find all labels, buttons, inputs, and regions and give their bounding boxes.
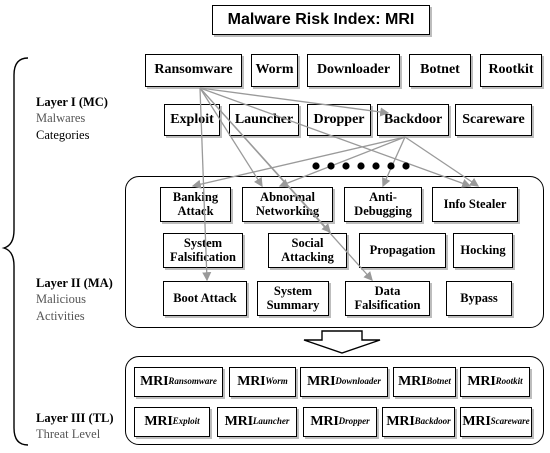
- mri-prefix: MRI: [386, 413, 415, 429]
- mri-prefix: MRI: [140, 373, 169, 389]
- mri-prefix: MRI: [467, 373, 496, 389]
- layer-3-desc-line1: Threat Level: [36, 427, 101, 442]
- activity-line: Attack: [177, 203, 214, 218]
- layer-2-label: Layer II (MA) Malicious Activities: [36, 275, 113, 324]
- category-backdoor: Backdoor: [377, 104, 449, 136]
- activity-line: Attacking: [281, 249, 334, 264]
- category-rootkit: Rootkit: [480, 54, 542, 87]
- mri-subscript: Downloader: [335, 376, 381, 387]
- layer-2-desc-line1: Malicious: [36, 292, 86, 307]
- mri-subscript: Dropper: [338, 416, 370, 427]
- activity-propagation: Propagation: [359, 233, 446, 268]
- mri-prefix: MRI: [144, 413, 173, 429]
- activity-line: Debugging: [354, 203, 412, 218]
- layer-3-label: Layer III (TL) Threat Level: [36, 410, 114, 443]
- mri-prefix: MRI: [398, 373, 427, 389]
- category-exploit: Exploit: [164, 104, 220, 136]
- activity-line: Anti-: [369, 190, 397, 205]
- activity-line: Data: [374, 284, 401, 299]
- category-ransomware: Ransomware: [145, 54, 242, 87]
- activity-line: Falsification: [354, 297, 421, 312]
- layer-2-name: Layer II (MA): [36, 276, 113, 290]
- mri-subscript: Scareware: [490, 416, 530, 427]
- mri-subscript: Rootkit: [495, 376, 523, 387]
- activity-boot-attack: Boot Attack: [163, 281, 247, 316]
- layer-1-name: Layer I (MC): [36, 95, 108, 109]
- layer-1-label: Layer I (MC) Malwares Categories: [36, 94, 108, 143]
- layer-1-desc-line1: Malwares: [36, 111, 86, 126]
- layer-3-name: Layer III (TL): [36, 411, 114, 425]
- activity-line: Banking: [172, 190, 219, 205]
- ellipsis-dot: [342, 162, 350, 170]
- layer-1-desc-line2: Categories: [36, 127, 90, 142]
- activity-hocking: Hocking: [453, 233, 513, 268]
- ellipsis-dot: [402, 162, 410, 170]
- category-botnet: Botnet: [409, 54, 471, 87]
- arrow-ransomware-info-stealer: [199, 87, 472, 188]
- flow-down-arrow: [303, 330, 381, 354]
- arrow-ransomware-abnormal-networking: [199, 87, 263, 188]
- ellipsis-dots: [312, 162, 410, 170]
- mri-subscript: Exploit: [172, 416, 200, 427]
- activity-anti-debugging: Anti-Debugging: [344, 187, 422, 222]
- mri-prefix: MRI: [310, 413, 339, 429]
- mri-subscript: Botnet: [426, 376, 451, 387]
- category-worm: Worm: [251, 54, 298, 87]
- activity-line: Summary: [266, 297, 320, 312]
- mri-subscript: Worm: [265, 376, 288, 387]
- activity-line: Social: [291, 236, 324, 251]
- category-scareware: Scareware: [455, 104, 532, 136]
- mri-prefix: MRI: [307, 373, 336, 389]
- ellipsis-dot: [327, 162, 335, 170]
- category-launcher: Launcher: [229, 104, 299, 136]
- ellipsis-dot: [312, 162, 320, 170]
- ellipsis-dot: [387, 162, 395, 170]
- activity-line: Networking: [255, 203, 320, 218]
- mri-subscript: Launcher: [252, 416, 290, 427]
- mri-subscript: Backdoor: [414, 416, 451, 427]
- ellipsis-dot: [357, 162, 365, 170]
- activity-bypass: Bypass: [446, 281, 512, 316]
- mri-prefix: MRI: [462, 413, 491, 429]
- activity-info-stealer: Info Stealer: [432, 187, 518, 222]
- activity-line: Falsification: [170, 249, 236, 264]
- ellipsis-dot: [372, 162, 380, 170]
- category-dropper: Dropper: [307, 104, 371, 136]
- activity-line: System: [273, 284, 313, 299]
- activity-line: System: [183, 236, 223, 251]
- mri-prefix: MRI: [237, 373, 266, 389]
- activity-line: Abnormal: [260, 190, 315, 205]
- mri-subscript: Ransomware: [168, 376, 217, 387]
- layer-2-desc-line2: Activities: [36, 308, 85, 323]
- category-downloader: Downloader: [307, 54, 400, 87]
- mri-prefix: MRI: [224, 413, 253, 429]
- diagram-title: Malware Risk Index: MRI: [212, 5, 430, 35]
